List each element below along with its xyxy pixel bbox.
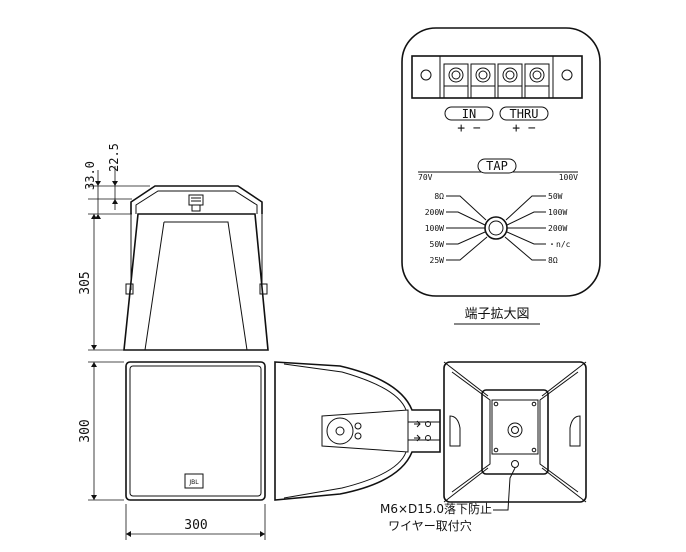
terminal-screw-left (420, 69, 432, 81)
tap-right-labels: 50W 100W 200W ・n/c 8Ω (548, 192, 571, 265)
dim-label-305: 305 (78, 271, 93, 294)
top-knob (188, 194, 204, 206)
callout-line2: ワイヤー取付穴 (388, 518, 472, 533)
tap-left-labels: 8Ω 200W 100W 50W 25W (425, 192, 444, 265)
safety-wire-hole (511, 460, 519, 468)
dim-label-22-5: 22.5 (107, 143, 121, 172)
tap-left-label: 50W (430, 240, 445, 249)
side-body-outline (123, 213, 269, 351)
dimension-lines (88, 166, 266, 540)
callout-leader (493, 467, 516, 511)
tap-selector-outer (484, 216, 508, 240)
callout-line1: M6×D15.0落下防止 (380, 501, 492, 516)
bracket-knob-left (125, 283, 134, 295)
profile-outline (274, 361, 441, 501)
terminal-block (411, 55, 583, 99)
in-label: IN (462, 107, 476, 121)
tap-label-pill (477, 158, 517, 174)
side-body-front (144, 221, 248, 351)
tap-left-label: 25W (430, 256, 445, 265)
tap-left-voltage: 70V (418, 173, 433, 182)
tap-right-label: 200W (548, 224, 567, 233)
rear-center-block (481, 389, 549, 475)
thru-label: THRU (510, 107, 539, 121)
tap-left-label: 8Ω (434, 192, 444, 201)
tap-right-voltage: 100V (559, 173, 578, 182)
front-grille (129, 365, 262, 497)
front-view: JBL (125, 361, 266, 501)
in-polarity: + − (457, 121, 481, 136)
rear-terminal-plate (491, 399, 539, 455)
rear-tap-selector (507, 422, 523, 438)
thru-polarity: + − (512, 121, 536, 136)
profile-pivot-inner (335, 426, 345, 436)
rear-outline (443, 361, 587, 503)
in-label-pill (444, 106, 494, 121)
dim-label-300-horizontal: 300 (184, 518, 207, 533)
front-outline (125, 361, 266, 501)
profile-bracket-plate (321, 409, 409, 453)
terminal-screw-right (561, 69, 573, 81)
terminal-panel: IN THRU + − + − TAP 70V 100V 8Ω 200W 1 (401, 27, 601, 297)
terminal-screws (443, 63, 550, 98)
tap-left-label: 200W (425, 208, 444, 217)
tap-label: TAP (486, 159, 508, 173)
tap-right-label: 50W (548, 192, 563, 201)
tap-leader-lines (446, 195, 546, 261)
profile-pivot-outer (326, 417, 354, 445)
terminal-panel-outline (401, 27, 601, 297)
rear-handle-right (569, 415, 581, 447)
tap-right-label: 8Ω (548, 256, 558, 265)
tap-right-label: ・n/c (548, 240, 571, 249)
tap-selector-inner (488, 220, 504, 236)
bracket-outline (130, 185, 263, 214)
front-badge (184, 473, 204, 489)
rear-view (443, 361, 587, 503)
side-profile-view (274, 361, 441, 501)
front-logo: JBL (188, 479, 199, 486)
bracket-inner (135, 190, 258, 214)
dim-label-300-vertical: 300 (78, 419, 93, 442)
bracket-knob-right (259, 283, 268, 295)
side-view (123, 185, 269, 351)
terminal-caption: 端子拡大図 (464, 307, 529, 322)
tap-left-label: 100W (425, 224, 444, 233)
tap-right-label: 100W (548, 208, 567, 217)
rear-handle-left (449, 415, 461, 447)
thru-label-pill (499, 106, 549, 121)
dim-label-33-0: 33.0 (83, 161, 97, 190)
